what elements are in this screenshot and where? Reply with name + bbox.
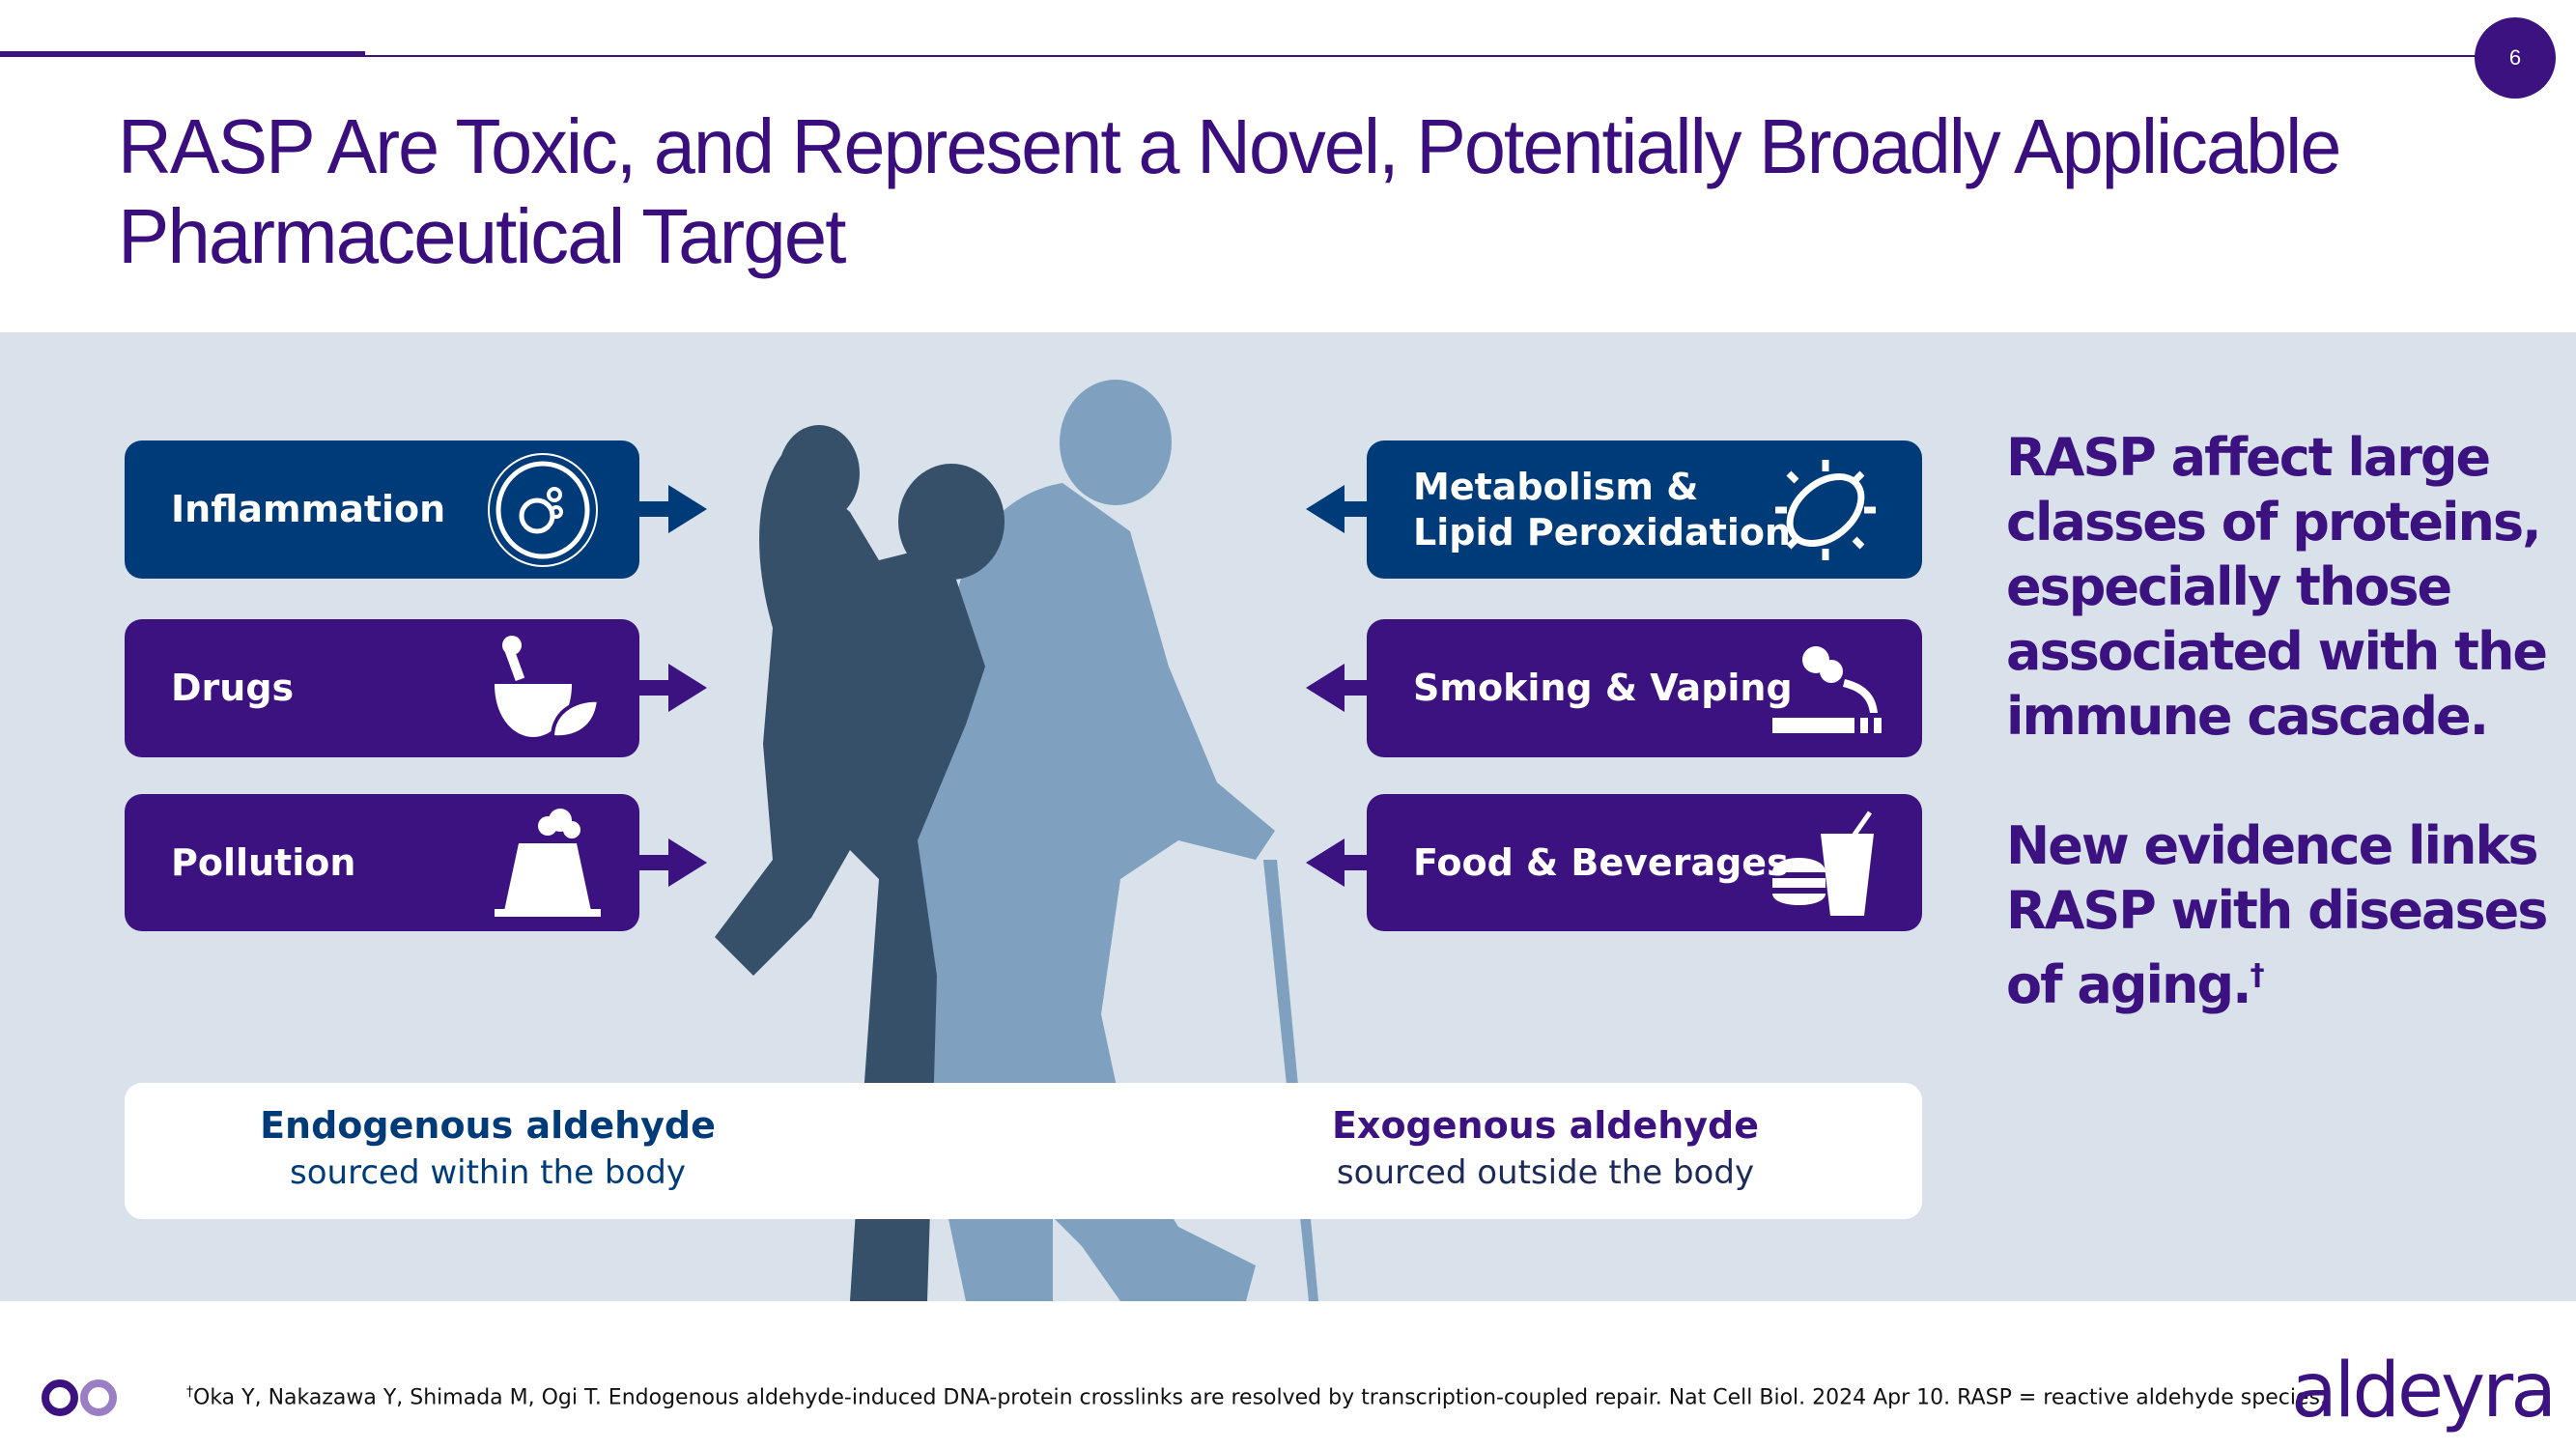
- source-label: Drugs: [171, 667, 295, 709]
- bacteria-icon: [1775, 459, 1876, 560]
- smokestack-icon: [495, 809, 601, 917]
- cigarette-icon: [1772, 645, 1882, 733]
- source-food: Food & Beverages: [1367, 794, 1922, 931]
- mortar-pestle-icon: [495, 635, 601, 739]
- arrow-left-icon: [1306, 664, 1373, 712]
- arrow-left-icon: [1306, 485, 1373, 533]
- source-label: Smoking & Vaping: [1413, 667, 1793, 709]
- source-pollution: Pollution: [125, 794, 639, 931]
- callout-aging: New evidence links RASP with diseases of…: [2006, 815, 2548, 1015]
- header-rule: [0, 55, 2477, 57]
- page-title: RASP Are Toxic, and Represent a Novel, P…: [118, 101, 2436, 281]
- side-callout: RASP affect large classes of proteins, e…: [2006, 425, 2548, 1017]
- exogenous-label: Exogenous aldehyde sourced outside the b…: [1331, 1104, 1760, 1192]
- source-metabolism: Metabolism &Lipid Peroxidation: [1367, 440, 1922, 579]
- aldehyde-source-legend: [125, 1083, 1922, 1219]
- header-rule-accent: [0, 51, 365, 57]
- source-inflammation: Inflammation: [125, 440, 639, 579]
- cell-icon: [488, 452, 598, 567]
- arrow-right-icon: [639, 485, 707, 533]
- endogenous-label: Endogenous aldehyde sourced within the b…: [260, 1104, 716, 1192]
- title-line-2: Pharmaceutical Target: [118, 193, 846, 279]
- arrow-right-icon: [639, 838, 707, 887]
- source-label: Food & Beverages: [1413, 840, 1789, 884]
- source-smoking: Smoking & Vaping: [1367, 619, 1922, 757]
- callout-proteins: RASP affect large classes of proteins, e…: [2006, 427, 2548, 747]
- source-label: Pollution: [171, 840, 356, 884]
- arrow-left-icon: [1306, 838, 1373, 887]
- title-line-1: RASP Are Toxic, and Represent a Novel, P…: [118, 103, 2341, 189]
- source-drugs: Drugs: [125, 619, 639, 757]
- aldeyra-logo: aldeyra: [2291, 1348, 2557, 1435]
- source-label: Metabolism &Lipid Peroxidation: [1413, 465, 1792, 554]
- page-number: 6: [2475, 17, 2556, 99]
- aldeyra-symbol-logo: [42, 1379, 117, 1416]
- fast-food-icon: [1772, 810, 1874, 916]
- footnote: †Oka Y, Nakazawa Y, Shimada M, Ogi T. En…: [186, 1384, 2327, 1410]
- arrow-right-icon: [639, 664, 707, 712]
- source-label: Inflammation: [171, 488, 446, 530]
